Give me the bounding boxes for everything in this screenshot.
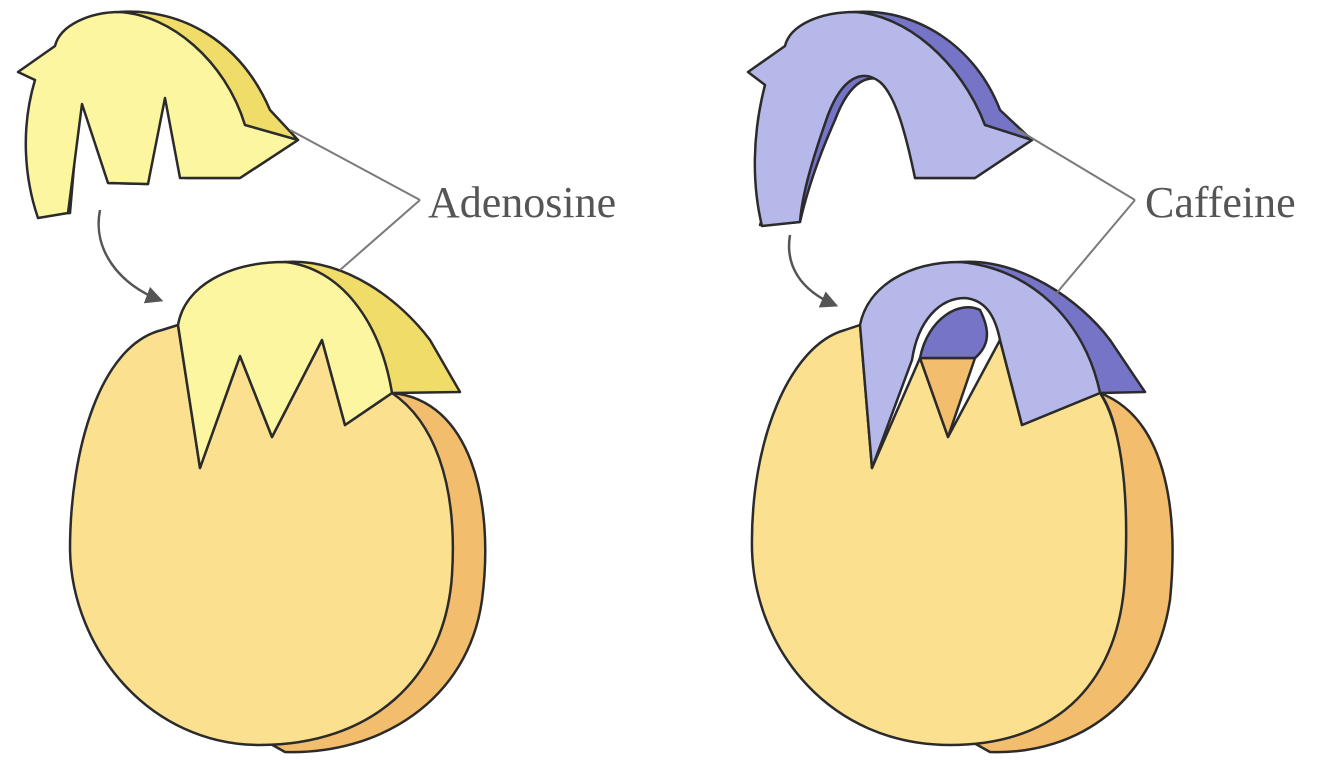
right-curved-arrow-icon	[789, 235, 835, 305]
left-curved-arrow-icon	[99, 210, 160, 300]
caffeine-leader-top	[1015, 128, 1135, 200]
adenosine-leader-top	[290, 130, 420, 200]
caffeine-panel: Caffeine	[748, 12, 1296, 752]
caffeine-leader-bottom	[1055, 200, 1135, 295]
adenosine-leader-bottom	[340, 200, 420, 270]
caffeine-label: Caffeine	[1145, 178, 1296, 227]
adenosine-label: Adenosine	[428, 178, 616, 227]
right-free-caffeine	[748, 12, 1032, 226]
left-free-adenosine	[18, 12, 298, 218]
adenosine-panel: Adenosine	[18, 12, 616, 752]
